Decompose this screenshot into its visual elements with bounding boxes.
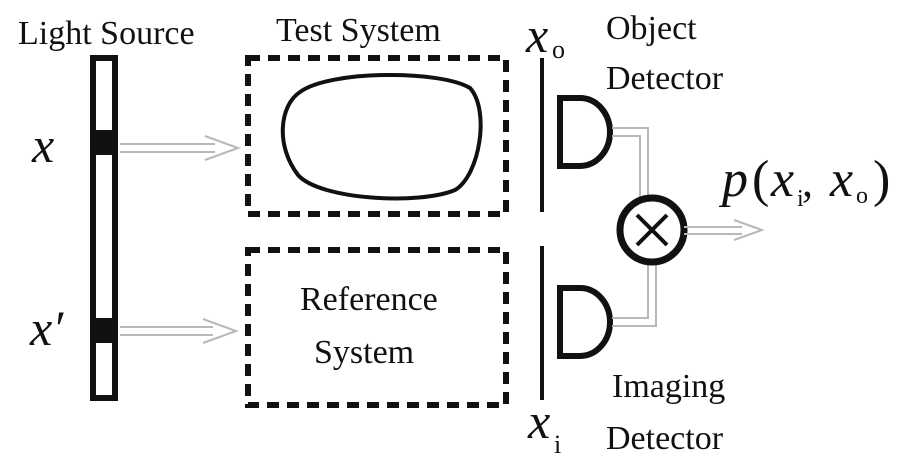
x-o-label: x o <box>525 7 565 64</box>
test-system-label: Test System <box>276 12 441 49</box>
svg-text:x: x <box>770 151 794 208</box>
object-detector-label-line2: Detector <box>606 60 724 97</box>
svg-text:i: i <box>554 430 561 459</box>
object-detector <box>557 95 613 169</box>
svg-text:x: x <box>527 393 550 449</box>
arrow-source-to-test <box>120 135 241 161</box>
svg-text:(: ( <box>752 151 769 208</box>
source-aperture-x <box>96 130 112 155</box>
output-arrow <box>684 219 765 241</box>
reference-system-label-line2: System <box>314 334 414 371</box>
reference-system-label-line1: Reference <box>300 281 438 318</box>
svg-text:p: p <box>718 151 748 208</box>
source-aperture-x-prime <box>96 318 112 343</box>
svg-text:o: o <box>856 183 868 209</box>
light-source-label: Light Source <box>18 15 195 52</box>
output-probability-label: p ( x i , x o ) <box>718 151 890 212</box>
multiplier-icon <box>616 194 688 266</box>
test-object-shape <box>280 73 483 201</box>
object-detector-wire <box>612 127 649 198</box>
x-prime-variable-label: x′ <box>29 300 64 356</box>
imaging-detector-label-line2: Detector <box>606 420 724 457</box>
svg-text:): ) <box>873 151 890 208</box>
svg-text:x: x <box>525 7 548 63</box>
svg-text:i: i <box>797 186 804 212</box>
test-system-box <box>245 55 509 217</box>
reference-system-box <box>245 247 509 408</box>
imaging-detector-label-line1: Imaging <box>612 368 725 405</box>
imaging-detector <box>557 285 613 359</box>
svg-text:x: x <box>829 151 853 208</box>
arrow-source-to-reference <box>120 318 239 344</box>
x-i-label: x i <box>527 393 561 459</box>
object-detector-label-line1: Object <box>606 10 697 47</box>
x-variable-label: x <box>31 117 54 173</box>
svg-text:o: o <box>552 35 565 64</box>
svg-text:,: , <box>802 157 813 206</box>
imaging-detector-wire <box>612 258 657 327</box>
light-source-bar <box>90 55 118 401</box>
